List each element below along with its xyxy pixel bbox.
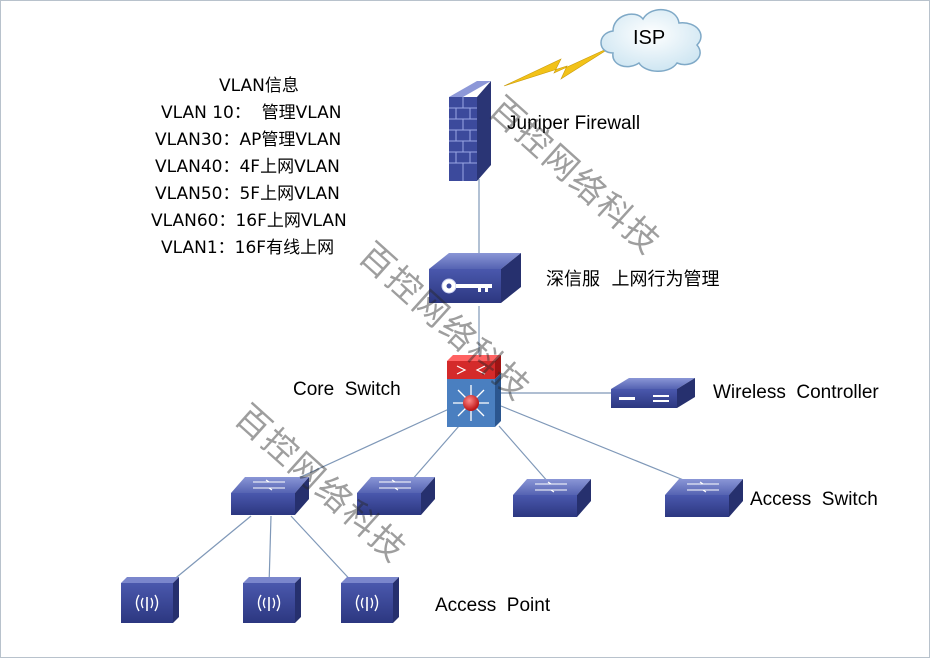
link-as1-ap1 bbox=[165, 515, 252, 587]
vlan-info-line: VLAN1：16F有线上网 bbox=[161, 238, 335, 258]
link-as1-ap2 bbox=[268, 515, 272, 587]
vlan-info-line: VLAN 10： 管理VLAN bbox=[161, 103, 342, 123]
link-core-as2 bbox=[410, 425, 460, 482]
core-switch-label: Core Switch bbox=[293, 379, 401, 400]
isp-label: ISP bbox=[633, 27, 666, 49]
firewall-label: Juniper Firewall bbox=[507, 113, 641, 134]
links bbox=[165, 179, 692, 587]
access-switch-label: Access Switch bbox=[750, 489, 878, 510]
access-switch-icon bbox=[665, 479, 743, 517]
wireless-controller-label: Wireless Controller bbox=[713, 382, 879, 403]
access-switch-icon bbox=[231, 477, 309, 515]
vlan-info-line: VLAN60：16F上网VLAN bbox=[151, 211, 347, 231]
behavior-mgmt-label: 深信服 上网行为管理 bbox=[546, 269, 720, 290]
vlan-info-title: VLAN信息 bbox=[219, 76, 299, 96]
vlan-info-line: VLAN40：4F上网VLAN bbox=[155, 157, 340, 177]
access-switch-icon bbox=[513, 479, 591, 517]
link-core-as3 bbox=[498, 425, 550, 484]
access-switch-icon bbox=[357, 477, 435, 515]
firewall-icon bbox=[449, 81, 491, 181]
access-point-icon bbox=[243, 577, 301, 623]
wireless-controller-icon bbox=[611, 378, 695, 408]
core-switch-icon bbox=[447, 355, 501, 427]
access-point-icon bbox=[341, 577, 399, 623]
wan-link-lightning bbox=[503, 45, 614, 87]
link-core-as1 bbox=[280, 408, 450, 487]
vlan-info-line: VLAN30：AP管理VLAN bbox=[155, 130, 342, 150]
link-core-as4 bbox=[500, 405, 692, 484]
access-point-icon bbox=[121, 577, 179, 623]
access-point-label: Access Point bbox=[435, 595, 551, 616]
link-as1-ap3 bbox=[290, 515, 357, 587]
isp-cloud-icon bbox=[600, 9, 702, 72]
vlan-info-line: VLAN50：5F上网VLAN bbox=[155, 184, 340, 204]
behavior-mgmt-appliance-icon bbox=[429, 253, 521, 303]
